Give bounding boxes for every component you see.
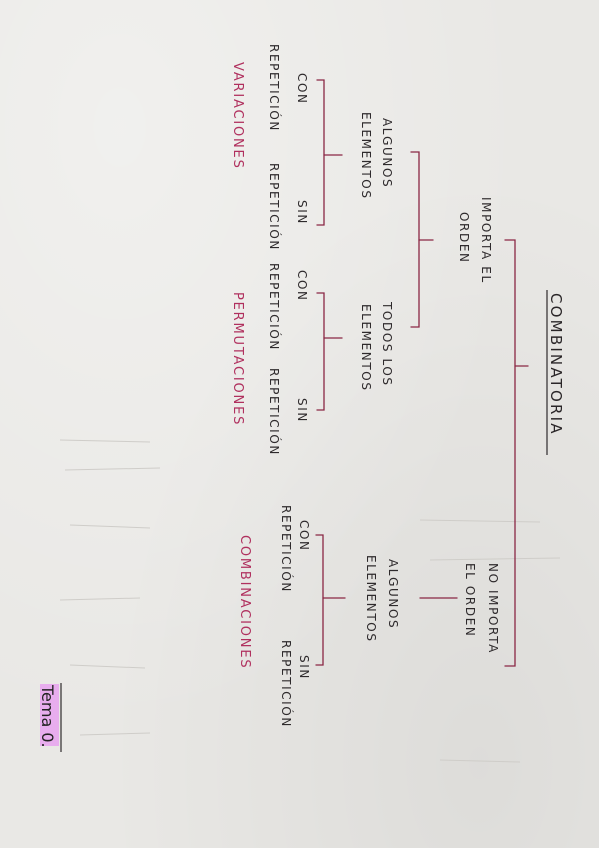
node-algunos-2-line2: ELEMENTOS — [364, 555, 378, 643]
node-todos-line1: TODOS LOS — [380, 301, 394, 387]
connector-permutaciones-bracket — [316, 292, 325, 411]
leaf-variaciones-con-line2: REPETICIÓN — [267, 44, 282, 132]
node-algunos-1-line1: ALGUNOS — [380, 118, 394, 188]
node-todos-line2: ELEMENTOS — [359, 304, 373, 392]
leaf-variaciones-con-line1: CON — [295, 73, 309, 105]
leaf-combinaciones-con-line1: CON — [297, 520, 311, 552]
leaf-variaciones-sin-line1: SIN — [295, 200, 309, 225]
diagram-connectors — [315, 79, 529, 667]
node-no-importa-line2: EL ORDEN — [463, 563, 477, 637]
leaf-combinaciones-sin-line2: REPETICIÓN — [279, 640, 294, 728]
leaf-combinaciones-con-line2: REPETICIÓN — [279, 505, 294, 593]
leaf-permutaciones-con-line2: REPETICIÓN — [267, 263, 282, 351]
leaf-permutaciones-con-line1: CON — [295, 270, 309, 302]
leaf-variaciones-sin-line2: REPETICIÓN — [267, 163, 282, 251]
tema-label: Tema 0. — [38, 684, 57, 748]
node-no-importa-line1: NO IMPORTA — [486, 563, 500, 654]
category-variaciones: VARIACIONES — [230, 62, 245, 170]
node-importa-line1: IMPORTA EL — [479, 197, 493, 284]
tema-highlight — [40, 684, 59, 746]
connector-variaciones-bracket — [316, 79, 325, 226]
connector-combinaciones-bracket — [315, 534, 324, 666]
leaf-combinaciones-sin-line1: SIN — [297, 655, 311, 680]
category-permutaciones: PERMUTACIONES — [230, 292, 245, 426]
background-scribbles — [59, 439, 561, 763]
connector-main-bracket — [504, 239, 516, 667]
category-combinaciones: COMBINACIONES — [237, 535, 252, 669]
node-algunos-1-line2: ELEMENTOS — [359, 112, 373, 200]
leaf-permutaciones-sin-line1: SIN — [295, 398, 309, 423]
diagram-title: COMBINATORIA — [547, 293, 565, 436]
node-importa-line2: ORDEN — [457, 212, 471, 264]
leaf-permutaciones-sin-line2: REPETICIÓN — [267, 368, 282, 456]
node-algunos-2-line1: ALGUNOS — [386, 559, 400, 629]
connector-importa-bracket — [410, 151, 420, 328]
